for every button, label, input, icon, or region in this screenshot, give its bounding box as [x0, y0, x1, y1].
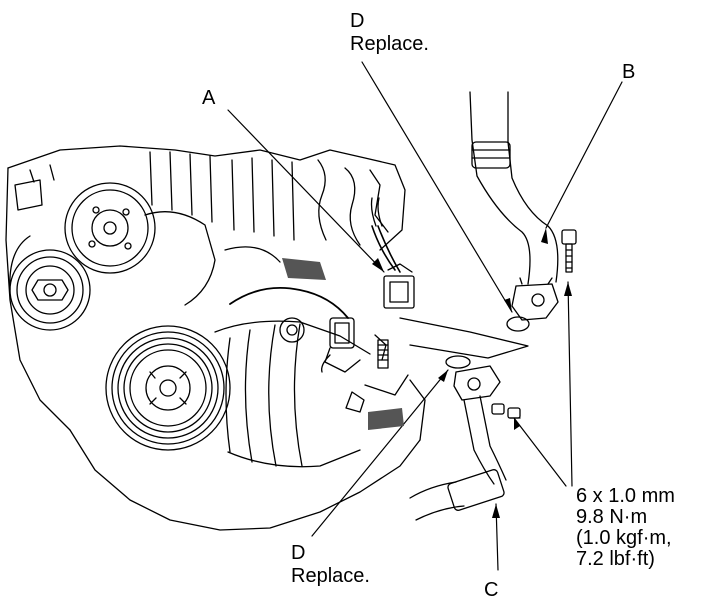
callout-c: C: [484, 579, 499, 601]
leader-lines: [227, 61, 623, 571]
crank-pulley: [9, 235, 91, 331]
stud-bolt: [377, 339, 389, 369]
engine-block: [5, 145, 529, 531]
torque-spec-lbf: 7.2 lbf·ft): [576, 548, 655, 570]
callout-a: A: [202, 87, 216, 109]
o-ring-top: [506, 316, 530, 332]
torque-spec-nm: 9.8 N·m: [576, 506, 648, 528]
hose-b: [469, 91, 559, 321]
torque-spec: 6 x 1.0 mm 9.8 N·m (1.0 kgf·m, 7.2 lbf·f…: [576, 486, 675, 570]
bolt-c: [491, 403, 521, 419]
callout-d-top-note: Replace.: [350, 33, 429, 55]
compressor-clutch-pulley: [105, 325, 231, 451]
torque-spec-size: 6 x 1.0 mm: [576, 485, 675, 507]
callout-b: B: [622, 61, 636, 83]
torque-spec-kgf: (1.0 kgf·m,: [576, 527, 672, 549]
compressor-body: [214, 197, 401, 468]
idler-pulley: [64, 182, 156, 274]
label-pads: [282, 258, 404, 430]
callout-d-bottom-letter: D: [291, 542, 306, 564]
connector-a: [383, 263, 415, 309]
arrowheads: [372, 228, 572, 518]
o-ring-bottom: [445, 355, 471, 369]
hose-c: [409, 365, 507, 521]
callout-d-bottom-note: Replace.: [291, 565, 370, 587]
callout-d-top-letter: D: [350, 10, 365, 32]
bolt-b: [561, 229, 577, 273]
